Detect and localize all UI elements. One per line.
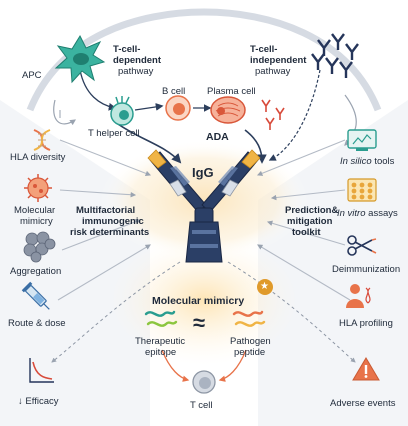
t-dependent-line1: T-cell-: [113, 44, 141, 55]
in-silico-label: In silico tools: [340, 156, 394, 167]
approx-symbol: ≈: [193, 310, 206, 335]
in-silico-rest: tools: [371, 156, 395, 167]
pathogen-peptide-icon: [232, 310, 266, 327]
igg-glow: [99, 140, 309, 260]
in-vitro-em: In vitro: [337, 208, 366, 219]
virus-icon: [24, 174, 52, 202]
efficacy-decline-icon: [29, 358, 54, 383]
star-glyph: ★: [260, 281, 269, 292]
risk-label-3: risk determinants: [70, 227, 150, 238]
t-helper-cell-icon: [110, 96, 134, 126]
scissors-icon: [347, 235, 377, 256]
hla-diversity-label: HLA diversity: [10, 152, 66, 163]
syringe-icon: [21, 281, 50, 310]
t-cell-icon: [192, 370, 216, 394]
toolkit-label-1: Prediction&: [285, 205, 339, 216]
antigen-cluster-icon: [311, 33, 359, 78]
ada-label: ADA: [206, 131, 229, 143]
aggregation-label: Aggregation: [10, 266, 62, 277]
plasma-cell-icon: [210, 96, 246, 124]
plasma-cell-label: Plasma cell: [207, 86, 256, 97]
efficacy-label: ↓ Efficacy: [18, 396, 59, 407]
b-cell-icon: [165, 95, 191, 121]
t-independent-line2: independent: [250, 55, 307, 66]
t-independent-line1: T-cell-: [250, 44, 278, 55]
adverse-events-label: Adverse events: [330, 398, 396, 409]
mimicry-title: Molecular mimicry: [152, 295, 245, 307]
igg-antibody-icon: [147, 149, 261, 263]
therapeutic-label-1: Therapeutic: [135, 336, 186, 347]
person-dna-icon: [346, 284, 371, 308]
molecular-mimicry-label-1: Molecular: [14, 205, 56, 216]
aggregation-icon: [23, 231, 56, 263]
risk-label-1: Multifactorial: [76, 205, 136, 216]
t-independent-line3: pathway: [255, 66, 291, 77]
deimmunization-label: Deimmunization: [332, 264, 401, 275]
apc-label: APC: [22, 70, 42, 81]
b-cell-label: B cell: [162, 86, 186, 97]
mimicry-glow: [109, 235, 299, 365]
therapeutic-label-2: epitope: [145, 347, 177, 358]
antibody-small-icons: [261, 99, 285, 130]
toolkit-label-3: toolkit: [292, 227, 321, 238]
hla-profiling-label: HLA profiling: [339, 318, 393, 329]
route-dose-label: Route & dose: [8, 318, 66, 329]
therapeutic-epitope-icon: [144, 310, 178, 327]
in-vitro-rest: assays: [365, 208, 398, 219]
pathogen-label-2: peptide: [234, 347, 266, 358]
t-cell-label: T cell: [190, 400, 213, 411]
molecular-mimicry-label-2: mimicry: [20, 216, 53, 227]
apc-icon: [54, 34, 106, 84]
pathogen-label-1: Pathogen: [230, 336, 271, 347]
risk-label-2: immunogenic: [82, 216, 144, 227]
t-dependent-line3: pathway: [118, 66, 154, 77]
in-vitro-label: In vitro assays: [337, 208, 398, 219]
in-silico-em: In silico: [340, 156, 372, 167]
t-dependent-line2: dependent: [113, 55, 162, 66]
warning-icon: [352, 357, 380, 381]
star-badge-icon: [257, 279, 273, 295]
igg-label: IgG: [192, 165, 214, 180]
dna-icon: [33, 129, 51, 151]
in-vitro-icon: [347, 178, 377, 202]
in-silico-icon: [347, 129, 377, 151]
t-helper-label: T helper cell: [88, 128, 140, 139]
toolkit-label-2: mitigation: [287, 216, 333, 227]
